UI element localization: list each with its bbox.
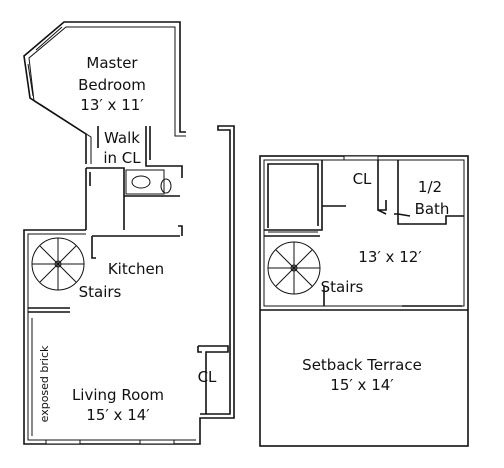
upper-storage-wall (264, 160, 323, 231)
window (139, 439, 175, 445)
spiral-stairs-left (31, 237, 85, 291)
living-room-outer-wall (23, 125, 235, 445)
stairs-label-right: Stairs (321, 278, 364, 296)
toilet (160, 178, 172, 194)
window (45, 439, 81, 445)
kitchen-label: Kitchen (108, 260, 164, 278)
left-unit: Master Bedroom 13′ x 11′ Walk in CL Kitc… (23, 21, 235, 445)
right-closet-label: CL (353, 170, 372, 188)
master-bedroom-label: Bedroom (78, 76, 146, 94)
living-room-size: 15′ x 14′ (86, 406, 150, 424)
stair-partition (28, 307, 70, 313)
exposed-brick-label: exposed brick (38, 345, 51, 422)
stair-partition-right (264, 235, 462, 307)
master-bedroom-wall-inner (28, 26, 186, 164)
bay-window (39, 103, 81, 131)
window (343, 155, 379, 161)
stairs-label: Stairs (79, 283, 122, 301)
kitchen-wall (91, 225, 183, 259)
walk-in-closet-wall (97, 126, 183, 178)
walk-in-closet-label: Walk (104, 129, 140, 147)
sink (131, 175, 151, 189)
spiral-stairs-right (267, 241, 321, 295)
right-unit: CL 1/2 Bath 13′ x 12′ Stairs Setback Ter… (259, 155, 469, 447)
terrace-label: Setback Terrace (302, 356, 422, 374)
living-room-inner-wall (27, 233, 196, 441)
half-bath-wall (394, 160, 464, 225)
closet-label: CL (198, 368, 217, 386)
bath-wall (85, 167, 180, 230)
walk-in-closet-label: in CL (103, 149, 141, 167)
right-closet-wall (322, 160, 387, 215)
bay-window (27, 63, 34, 97)
bathtub (125, 169, 165, 195)
living-room-label: Living Room (72, 386, 164, 404)
living-closet-wall (197, 345, 229, 414)
master-bedroom-size: 13′ x 11′ (80, 96, 144, 114)
half-bath-label: Bath (415, 200, 450, 218)
master-bedroom-label: Master (86, 54, 138, 72)
bay-window (35, 26, 63, 51)
terrace-size: 15′ x 14′ (330, 376, 394, 394)
right-room-size: 13′ x 12′ (358, 248, 422, 266)
half-bath-label: 1/2 (418, 178, 442, 196)
